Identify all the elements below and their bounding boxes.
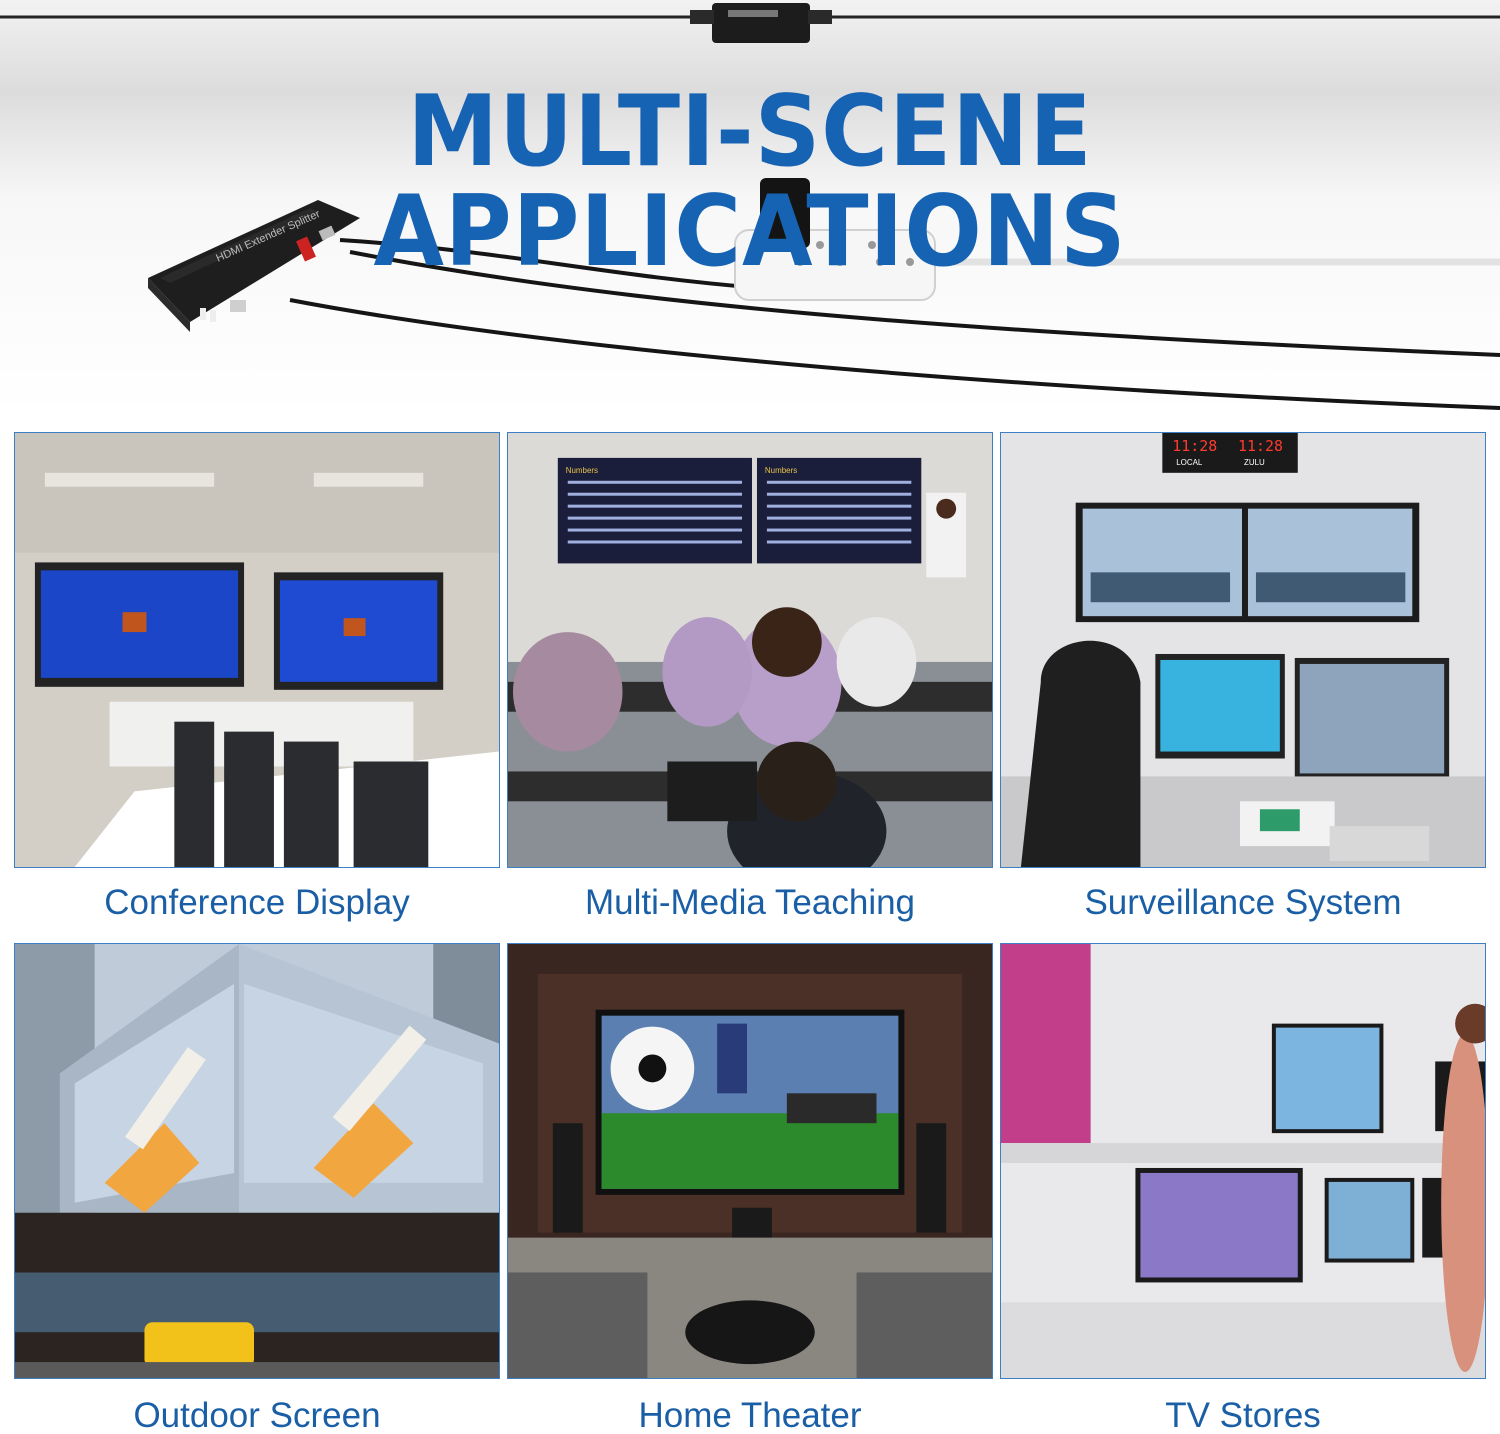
scene-label-conference: Conference Display	[104, 883, 410, 922]
page-title: MULTI-SCENE APPLICATIONS	[373, 75, 1127, 289]
board-title-left: Numbers	[566, 466, 598, 475]
power-adapter	[760, 178, 810, 248]
clock-local: 11:28	[1172, 437, 1217, 455]
scene-image-teaching: Numbers Numbers	[507, 432, 993, 868]
scene-label-home-theater: Home Theater	[638, 1396, 862, 1434]
scene-image-tv-stores	[1000, 943, 1486, 1379]
scene-label-outdoor: Outdoor Screen	[133, 1396, 381, 1434]
scene-label-tv-stores: TV Stores	[1165, 1396, 1321, 1434]
scene-label-surveillance: Surveillance System	[1084, 883, 1402, 922]
scene-label-teaching: Multi-Media Teaching	[584, 883, 916, 922]
scene-image-conference	[14, 432, 500, 868]
device-illustration: HDMI Extender Splitter	[0, 3, 1500, 410]
scene-image-home-theater	[507, 943, 993, 1379]
board-title-right: Numbers	[765, 466, 797, 475]
scene-image-surveillance: 11:28 11:28 LOCAL ZULU	[1000, 432, 1486, 868]
clock-zulu-label: ZULU	[1244, 458, 1265, 467]
hdmi-splitter-box	[148, 200, 360, 322]
receiver-unit	[712, 3, 810, 43]
header-banner: HDMI Extender Splitter MULTI-SCENE APPLI…	[0, 0, 1500, 415]
scene-image-outdoor	[14, 943, 500, 1379]
clock-local-label: LOCAL	[1176, 458, 1203, 467]
clock-zulu: 11:28	[1238, 437, 1283, 455]
